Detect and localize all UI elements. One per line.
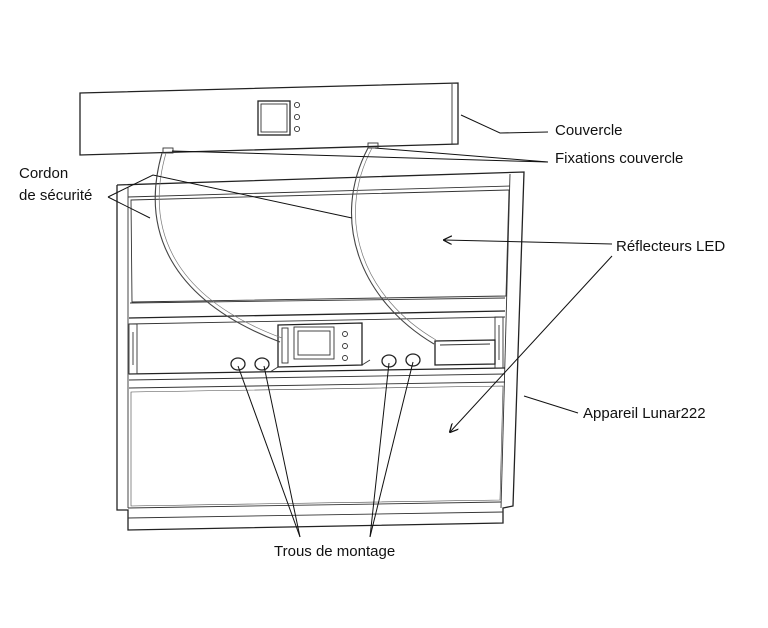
leader-fixture: [523, 395, 579, 414]
led-driver-module: [434, 339, 496, 366]
leader-safety-cord: [107, 174, 353, 219]
leader-cover-fasteners: [171, 147, 549, 163]
label-safety-cord-line2: de sécurité: [19, 187, 92, 204]
junction-box: [269, 322, 371, 373]
label-led-reflectors: Réflecteurs LED: [616, 238, 725, 255]
mounting-hole-1: [230, 357, 246, 371]
leader-mounting-holes: [237, 361, 414, 538]
label-fixture: Appareil Lunar222: [583, 405, 706, 422]
label-safety-cord-line1: Cordon: [19, 165, 68, 182]
leader-cover: [460, 114, 549, 134]
upper-reflector: [130, 189, 510, 303]
label-cover-fasteners: Fixations couvercle: [555, 150, 683, 167]
fixture-housing: [116, 171, 525, 531]
mounting-hole-2: [254, 357, 270, 371]
mounting-hole-4: [405, 353, 421, 367]
cover-fastener-right: [367, 142, 379, 149]
safety-cord-left: [154, 152, 283, 343]
cover-panel: [79, 82, 459, 156]
cover-fastener-left: [162, 147, 174, 154]
center-rail: [128, 310, 506, 389]
leader-led-reflectors: [444, 240, 613, 432]
label-mounting-holes: Trous de montage: [274, 543, 395, 560]
safety-cord-right: [351, 147, 437, 345]
label-cover: Couvercle: [555, 122, 623, 139]
lower-reflector: [130, 385, 504, 507]
